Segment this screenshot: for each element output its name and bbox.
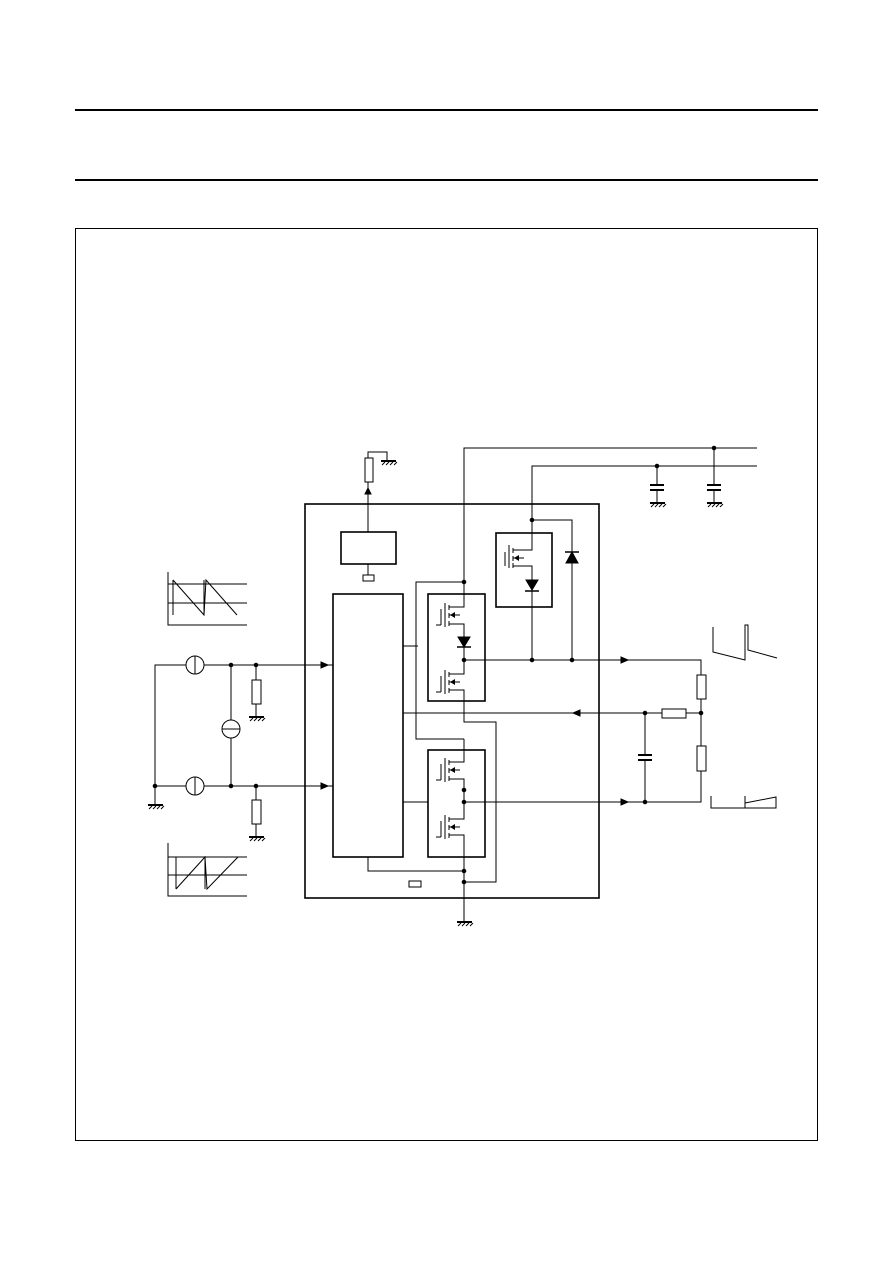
arrow-right bbox=[620, 798, 630, 806]
flyback-mosfet bbox=[504, 533, 533, 580]
sense-resistor-bottom bbox=[696, 745, 707, 772]
reference-block bbox=[340, 531, 397, 565]
ground-symbol bbox=[148, 804, 165, 810]
upper-high-side-mosfet bbox=[436, 594, 465, 633]
vertical-output-waveform bbox=[712, 624, 778, 661]
diode-icon bbox=[457, 636, 471, 648]
ground-pin bbox=[408, 880, 422, 888]
feedback-resistor bbox=[661, 708, 687, 719]
ground-symbol bbox=[381, 460, 398, 466]
ground-symbol bbox=[457, 921, 474, 927]
lower-high-side-mosfet bbox=[436, 750, 465, 802]
arrow-right bbox=[620, 656, 630, 664]
diode-icon bbox=[525, 579, 539, 591]
lower-output-waveform bbox=[710, 796, 777, 809]
header-rule-bottom bbox=[75, 179, 818, 181]
input-sawtooth-bottom bbox=[167, 843, 247, 897]
diode-icon bbox=[565, 550, 579, 564]
reference-pin bbox=[362, 574, 375, 582]
figure-frame bbox=[75, 228, 818, 1141]
ground-symbol bbox=[707, 502, 724, 508]
input-resistor-top bbox=[251, 679, 262, 705]
lower-low-side-mosfet bbox=[436, 802, 465, 857]
flyback-switch-block bbox=[495, 532, 553, 608]
upper-output-stage bbox=[427, 593, 486, 702]
lower-output-stage bbox=[427, 749, 486, 858]
input-sawtooth-top bbox=[167, 572, 247, 626]
arrow-right bbox=[320, 661, 330, 669]
header-rule-top bbox=[75, 109, 818, 111]
input-resistor-bottom bbox=[251, 799, 262, 825]
upper-low-side-mosfet bbox=[436, 670, 465, 701]
reference-resistor bbox=[364, 457, 374, 483]
ground-symbol bbox=[650, 502, 667, 508]
control-block bbox=[332, 593, 404, 858]
arrow-right bbox=[320, 782, 330, 790]
arrow-left bbox=[571, 709, 581, 717]
arrow-up bbox=[364, 486, 372, 495]
ground-symbol bbox=[249, 716, 266, 722]
sense-resistor-top bbox=[696, 674, 707, 700]
ic-outline bbox=[304, 503, 600, 899]
ground-symbol bbox=[249, 836, 266, 842]
